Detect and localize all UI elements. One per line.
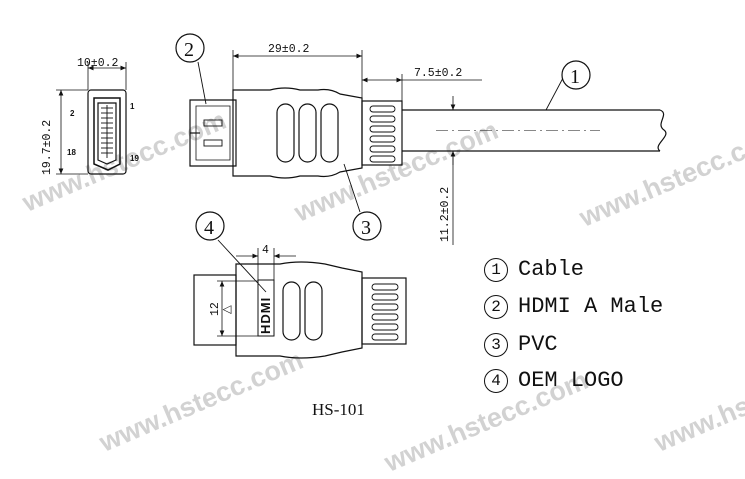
callout-3: 3 <box>352 211 382 241</box>
legend-number: 3 <box>484 332 508 357</box>
pin-label-1: 1 <box>130 102 135 111</box>
connector-face-view <box>56 62 127 175</box>
callout-2: 2 <box>175 33 205 63</box>
logo-height-dim: 12 <box>209 302 222 316</box>
pin-label-18: 18 <box>67 148 76 157</box>
logo-width-dim: 4 <box>262 244 269 257</box>
legend-label: HDMI A Male <box>518 294 664 319</box>
legend-label: OEM LOGO <box>518 368 624 393</box>
pin-label-2: 2 <box>70 109 75 118</box>
legend-item-pvc: 3 PVC <box>484 332 558 357</box>
callout-4: 4 <box>195 211 225 241</box>
legend-label: PVC <box>518 332 558 357</box>
pin-label-19: 19 <box>130 154 139 163</box>
legend-number: 2 <box>484 294 508 319</box>
connector-side-view <box>189 50 667 245</box>
svg-text:4: 4 <box>204 217 214 239</box>
face-width-dim: 10±0.2 <box>77 57 119 70</box>
legend-label: Cable <box>518 257 585 282</box>
face-height-dim: 19.7±0.2 <box>41 120 54 175</box>
legend-item-cable: 1 Cable <box>484 257 584 282</box>
svg-text:3: 3 <box>361 217 371 239</box>
triangle-mark: △ <box>221 304 234 314</box>
model-number: HS-101 <box>312 400 365 419</box>
svg-text:2: 2 <box>184 39 194 61</box>
callout-1: 1 <box>561 60 591 90</box>
technical-drawing: 10±0.2 19.7±0.2 2 1 18 19 29±0.2 7.5±0.2… <box>41 33 667 359</box>
legend-number: 4 <box>484 368 508 393</box>
legend-item-oem-logo: 4 OEM LOGO <box>484 368 624 393</box>
connector-top-view <box>193 239 407 359</box>
legend-item-hdmi-male: 2 HDMI A Male <box>484 294 663 319</box>
strain-relief-dim: 7.5±0.2 <box>414 67 462 80</box>
body-length-dim: 29±0.2 <box>268 43 310 56</box>
cable-od-dim: 11.2±0.2 <box>439 187 452 242</box>
svg-text:1: 1 <box>570 66 580 88</box>
hdmi-logo: HDMI <box>258 297 273 334</box>
legend-number: 1 <box>484 257 508 282</box>
